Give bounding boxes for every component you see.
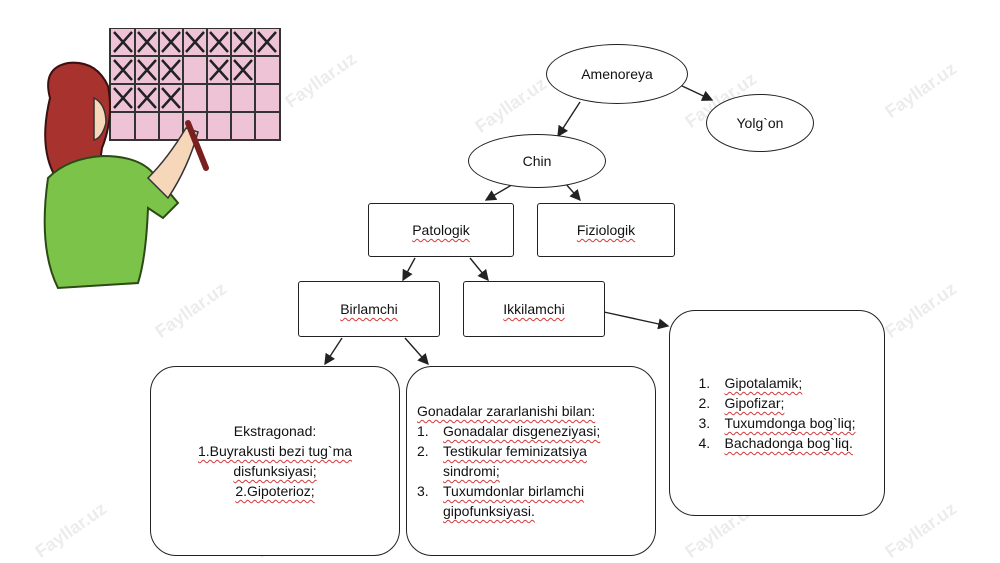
node-birlamchi: Birlamchi <box>298 281 440 337</box>
ekstragonad-line1: 1.Buyrakusti bezi tug`ma <box>197 443 353 459</box>
edge-patologik-ikkilamchi <box>469 257 489 282</box>
edge-patologik-birlamchi <box>402 257 416 282</box>
face <box>93 96 107 141</box>
board-crosses <box>113 31 277 109</box>
box-ikkilamchi-list: 1.Gipotalamik; 2.Gipofizar; 3.Tuxumdonga… <box>669 310 885 516</box>
node-amenoreya: Amenoreya <box>546 44 688 104</box>
edge-amenoreya-chin <box>557 101 581 138</box>
edge-amenoreya-yolgon <box>679 84 714 101</box>
ekstragonad-line3: 2.Gipoterioz; <box>235 483 315 499</box>
gonadal-item-3: 3.Tuxumdonlar birlamchi gipofunksiyasi. <box>417 483 585 519</box>
gonadal-item-1: 1.Gonadalar disgeneziyasi; <box>417 423 601 439</box>
ikkilamchi-list: 1.Gipotalamik; 2.Gipofizar; 3.Tuxumdonga… <box>698 373 855 453</box>
teacher-illustration <box>43 28 281 290</box>
arm <box>146 127 199 200</box>
ekstragonad-title: Ekstragonad: <box>233 423 317 439</box>
node-chin: Chin <box>468 134 606 188</box>
box-gonadal: Gonadalar zararlanishi bilan: 1.Gonadala… <box>406 366 656 556</box>
gonadal-title: Gonadalar zararlanishi bilan: <box>417 403 596 419</box>
ekstragonad-line2: disfunksiyasi; <box>233 463 317 479</box>
gonadal-item-2: 2.Testikular feminizatsiya sindromi; <box>417 443 587 479</box>
edge-birlamchi-gonadal <box>404 337 429 366</box>
edge-birlamchi-ekstragonad <box>324 337 343 366</box>
gonadal-list: 1.Gonadalar disgeneziyasi; 2.Testikular … <box>417 421 645 521</box>
box-ekstragonad: Ekstragonad: 1.Buyrakusti bezi tug`ma di… <box>150 366 400 556</box>
shirt <box>43 154 180 290</box>
node-yolgon: Yolg`on <box>706 94 814 152</box>
node-ikkilamchi: Ikkilamchi <box>463 281 605 337</box>
node-fiziologik: Fiziologik <box>537 203 675 257</box>
ikkilamchi-item-2: 2.Gipofizar; <box>698 395 785 411</box>
ikkilamchi-item-3: 3.Tuxumdonga bog`liq; <box>698 415 856 431</box>
edge-ikkilamchi-list <box>603 311 670 330</box>
marker <box>185 120 209 171</box>
edge-chin-fiziologik <box>564 182 581 202</box>
ikkilamchi-item-1: 1.Gipotalamik; <box>698 375 803 391</box>
node-patologik: Patologik <box>368 203 514 257</box>
board-grid <box>110 28 280 140</box>
ikkilamchi-item-4: 4.Bachadonga bog`liq. <box>698 435 853 451</box>
